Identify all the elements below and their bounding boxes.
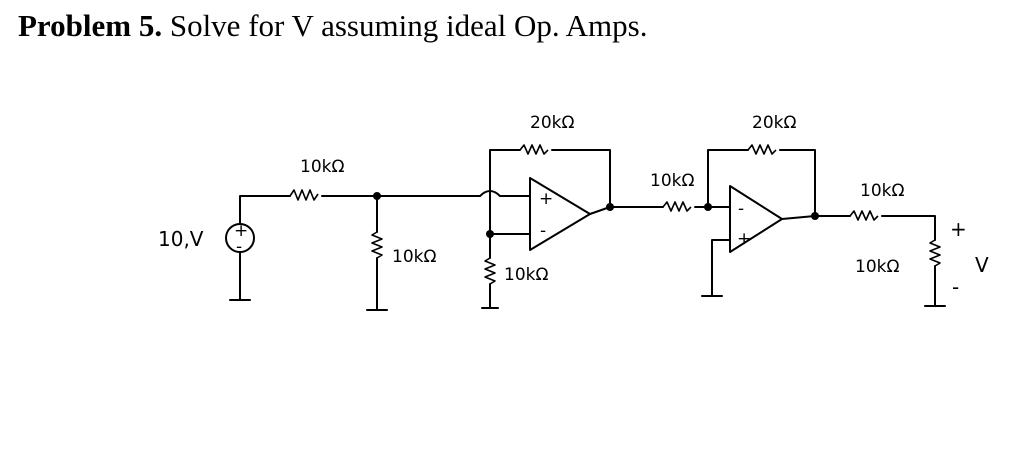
source-top-wire — [239, 195, 291, 225]
feedback-2-left-wire — [707, 149, 749, 208]
opamp-2-minus: - — [738, 199, 744, 219]
output-minus-sign: - — [952, 275, 959, 299]
opamp-1-plus: + — [539, 189, 553, 209]
feedback-1-left-wire — [489, 149, 521, 235]
resistor-shunt-2 — [484, 257, 496, 285]
resistor-feedback-2-label: 20kΩ — [752, 113, 796, 133]
source-label: 10,V — [158, 227, 204, 251]
node-3 — [606, 203, 614, 211]
opamp-2: - + — [729, 185, 783, 253]
resistor-series-2 — [662, 201, 692, 212]
wire-node1-opamp1-plus — [376, 190, 531, 197]
feedback-2-right-wire — [779, 149, 816, 217]
resistor-series-3-label: 10kΩ — [860, 181, 904, 201]
resistor-feedback-2 — [747, 144, 777, 155]
resistor-shunt-1-label: 10kΩ — [392, 247, 436, 267]
feedback-1-right-wire — [551, 149, 611, 208]
resistor-shunt-1 — [371, 231, 383, 259]
resistor-series-1-label: 10kΩ — [300, 157, 344, 177]
problem-title: Problem 5. Solve for V assuming ideal Op… — [18, 8, 647, 44]
resistor-load — [929, 239, 941, 267]
opamp-2-plus: + — [737, 229, 751, 249]
resistor-load-label: 10kΩ — [855, 257, 899, 277]
output-voltage-label: V — [975, 253, 989, 277]
resistor-shunt-2-label: 10kΩ — [504, 265, 548, 285]
problem-label: Problem 5. — [18, 8, 163, 43]
opamp-1: + - — [529, 177, 591, 251]
wire-r3-load — [881, 215, 936, 241]
resistor-series-2-label: 10kΩ — [650, 171, 694, 191]
resistor-feedback-1-label: 20kΩ — [530, 113, 574, 133]
opamp-1-output-wire — [589, 206, 664, 215]
source-minus-sign: - — [236, 237, 242, 257]
output-plus-sign: + — [950, 217, 967, 241]
resistor-series-3 — [849, 210, 879, 221]
problem-text: Solve for V assuming ideal Op. Amps. — [162, 8, 648, 43]
opamp-1-minus: - — [540, 221, 546, 241]
resistor-feedback-1 — [519, 144, 549, 155]
source-plus-sign: + — [234, 221, 248, 241]
opamp-2-plus-ground-wire — [711, 239, 731, 297]
node-5 — [811, 212, 819, 220]
resistor-series-1 — [289, 189, 319, 201]
